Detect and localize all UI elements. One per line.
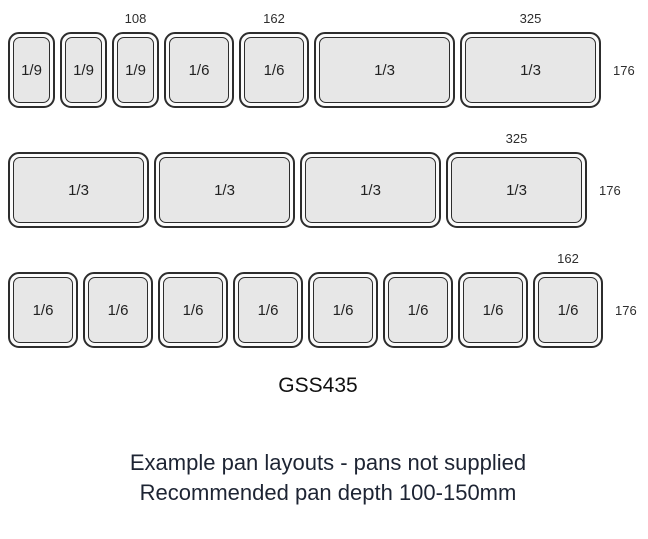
pan-depth-dimension-label: 176 [599,182,621,198]
pan-well: 1/6 [244,37,304,103]
gastronorm-pan: 1/3 [300,152,441,228]
gastronorm-pan: 1/3 [460,32,601,108]
pan-size-label: 1/3 [214,181,235,199]
pan-size-label: 1/3 [68,181,89,199]
pan-well: 1/3 [319,37,450,103]
pan-well: 1/3 [451,157,582,223]
pan-column: 1/3 [314,10,455,108]
pan-well: 1/6 [538,277,598,343]
pan-width-dimension-label: 162 [557,251,579,266]
pan-column: 162 1/6 [239,10,309,108]
pan-size-label: 1/6 [332,301,354,319]
pan-well: 1/6 [88,277,148,343]
gastronorm-pan: 1/6 [239,32,309,108]
pan-size-label: 1/6 [407,301,429,319]
pan-row: 1/9 1/9 108 1/9 1/6 162 1/6 1/3 325 1/3 176 [8,10,648,108]
pan-well: 1/6 [313,277,373,343]
pan-well: 1/3 [159,157,290,223]
gastronorm-pan: 1/3 [8,152,149,228]
gastronorm-pan: 1/9 [112,32,159,108]
gastronorm-pan: 1/3 [154,152,295,228]
pan-size-label: 1/3 [506,181,527,199]
gastronorm-pan: 1/6 [8,272,78,348]
gastronorm-pan: 1/6 [158,272,228,348]
pan-column: 162 1/6 [533,250,603,348]
pan-well: 1/9 [13,37,50,103]
pan-depth-dimension-label: 176 [613,62,635,78]
pan-well: 1/6 [169,37,229,103]
pan-depth-dimension-label: 176 [615,302,637,318]
caption: Example pan layouts - pans not supplied … [8,448,648,508]
model-number-label: GSS435 [278,374,358,397]
pan-width-dimension-label: 325 [519,11,542,26]
caption-line-1: Example pan layouts - pans not supplied [129,450,527,475]
pan-well: 1/3 [13,157,144,223]
pan-column: 1/6 [233,250,303,348]
gastronorm-pan: 1/9 [8,32,55,108]
pan-size-label: 1/6 [32,301,54,319]
pan-size-label: 1/3 [360,181,381,199]
pan-width-dimension-label: 108 [124,11,147,26]
pan-column: 1/6 [458,250,528,348]
pan-size-label: 1/6 [257,301,279,319]
pan-well: 1/6 [388,277,448,343]
pan-size-label: 1/6 [182,301,204,319]
pan-column: 108 1/9 [112,10,159,108]
gastronorm-pan: 1/6 [533,272,603,348]
pan-size-label: 1/3 [374,61,395,79]
pan-size-label: 1/6 [263,61,285,79]
gastronorm-pan: 1/3 [314,32,455,108]
pan-column: 1/3 [300,130,441,228]
pan-size-label: 1/6 [482,301,504,319]
pan-width-dimension-label: 325 [505,131,528,146]
pan-column: 1/6 [308,250,378,348]
pan-size-label: 1/6 [188,61,210,79]
pan-well: 1/6 [463,277,523,343]
pan-row: 1/6 1/6 1/6 1/6 1/6 1/6 1/6 162 1/6 176 [8,250,648,348]
pan-size-label: 1/9 [21,61,42,79]
gastronorm-pan: 1/6 [458,272,528,348]
gastronorm-pan: 1/6 [164,32,234,108]
pan-well: 1/6 [163,277,223,343]
gastronorm-pan: 1/6 [308,272,378,348]
pan-well: 1/3 [465,37,596,103]
gastronorm-pan: 1/6 [83,272,153,348]
pan-well: 1/6 [238,277,298,343]
pan-column: 1/9 [8,10,55,108]
pan-column: 1/6 [8,250,78,348]
gastronorm-pan: 1/6 [383,272,453,348]
pan-well: 1/9 [65,37,102,103]
gastronorm-pan: 1/9 [60,32,107,108]
pan-column: 325 1/3 [460,10,601,108]
pan-column: 1/3 [154,130,295,228]
pan-size-label: 1/3 [520,61,541,79]
pan-width-dimension-label: 162 [263,11,285,26]
pan-row: 1/3 1/3 1/3 325 1/3 176 [8,130,648,228]
pan-column: 1/3 [8,130,149,228]
pan-size-label: 1/9 [125,61,146,79]
pan-column: 1/6 [383,250,453,348]
pan-size-label: 1/9 [73,61,94,79]
pan-column: 1/6 [158,250,228,348]
pan-well: 1/3 [305,157,436,223]
pan-column: 1/9 [60,10,107,108]
pan-column: 325 1/3 [446,130,587,228]
pan-column: 1/6 [83,250,153,348]
pan-size-label: 1/6 [107,301,129,319]
caption-line-2: Recommended pan depth 100-150mm [139,480,517,505]
pan-size-label: 1/6 [557,301,579,319]
gastronorm-pan: 1/3 [446,152,587,228]
pan-column: 1/6 [164,10,234,108]
pan-well: 1/6 [13,277,73,343]
pan-well: 1/9 [117,37,154,103]
gastronorm-pan: 1/6 [233,272,303,348]
